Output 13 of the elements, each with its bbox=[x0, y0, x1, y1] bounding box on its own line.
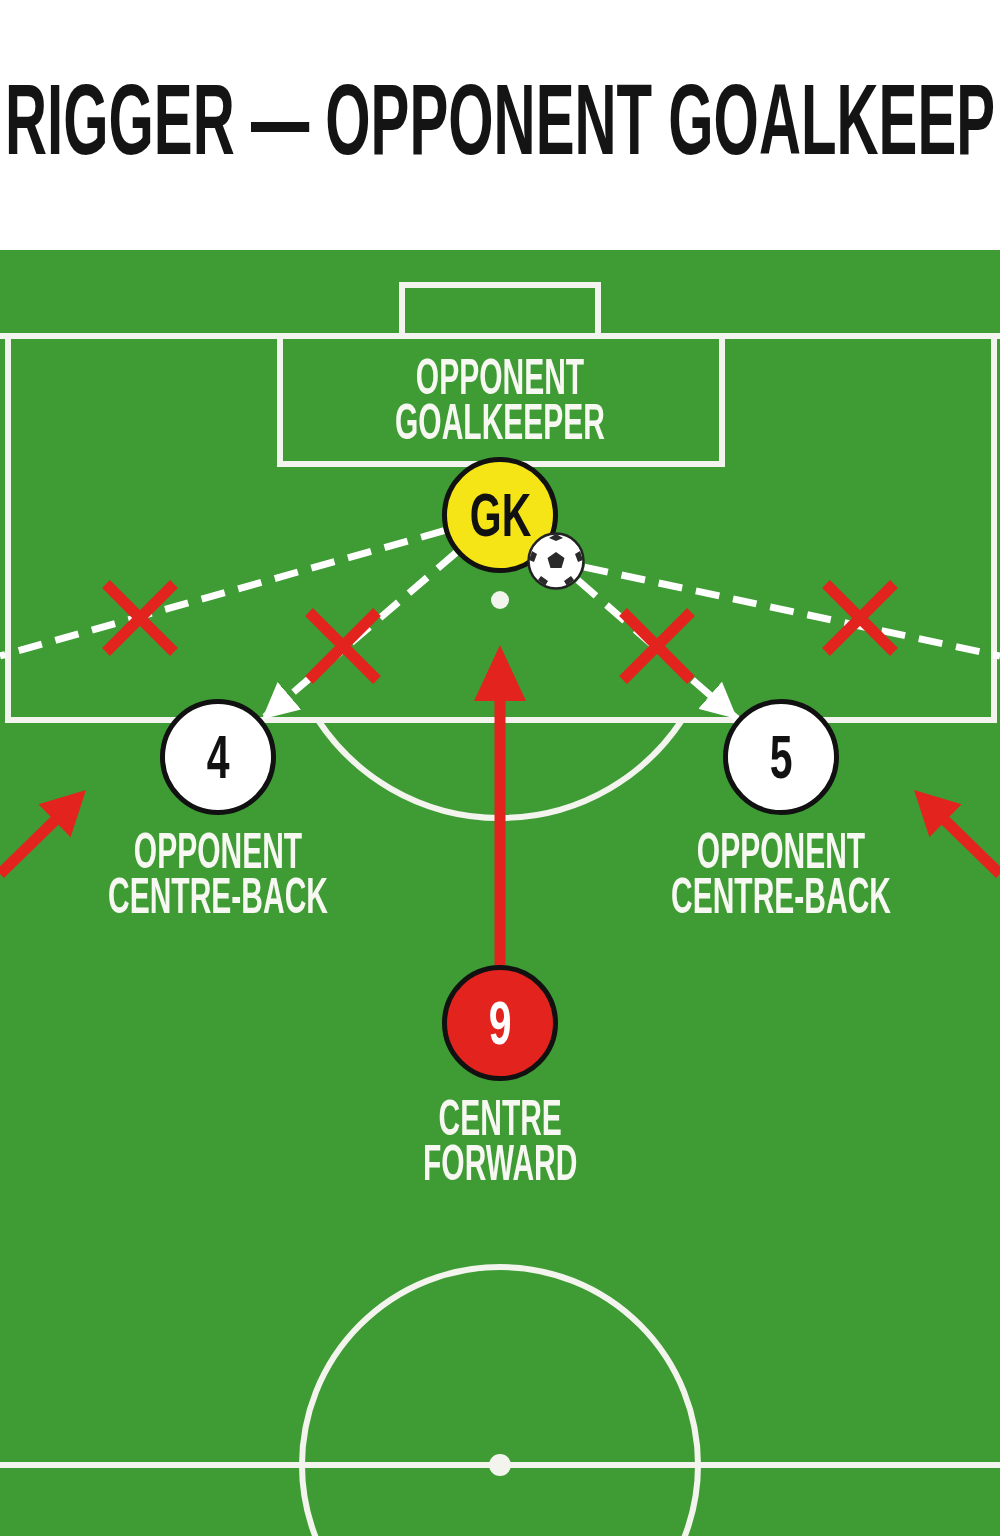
dashed-line bbox=[583, 563, 1000, 660]
player-id: GK bbox=[469, 483, 531, 547]
dashed-arrow bbox=[259, 550, 459, 722]
player-label: OPPONENT CENTRE-BACK bbox=[107, 829, 328, 919]
arrow bbox=[474, 645, 526, 965]
dashed-line bbox=[0, 527, 446, 660]
player-id: 9 bbox=[488, 991, 512, 1055]
player-id: 5 bbox=[769, 725, 793, 789]
title: RIGGER — OPPONENT GOALKEEP bbox=[5, 64, 996, 174]
player-label: OPPONENT CENTRE-BACK bbox=[670, 829, 891, 919]
player-label: OPPONENT GOALKEEPER bbox=[395, 355, 606, 445]
player-label: CENTRE FORWARD bbox=[422, 1096, 578, 1186]
player-id: 4 bbox=[206, 725, 230, 789]
